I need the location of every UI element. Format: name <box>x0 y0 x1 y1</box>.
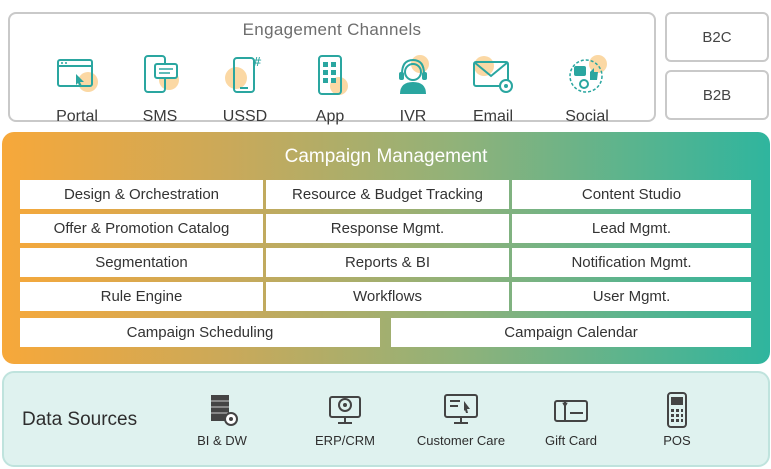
source-label: POS <box>663 433 691 448</box>
channel-app: App <box>285 40 375 130</box>
erp-crm-icon <box>329 396 361 424</box>
module-cell: Response Mgmt. <box>266 214 509 243</box>
bi-dw-icon <box>211 395 238 426</box>
channel-sms: SMS <box>115 40 205 130</box>
source-label: Gift Card <box>544 433 597 448</box>
channel-social: Social <box>542 40 632 130</box>
sms-icon <box>144 55 179 93</box>
channel-label: App <box>315 108 345 125</box>
channel-label: USSD <box>222 108 268 125</box>
channel-label: Portal <box>56 108 98 125</box>
channel-label: Social <box>565 108 609 125</box>
source-bi-dw: BI & DW <box>167 389 277 469</box>
portal-icon <box>57 59 98 92</box>
module-cell: Offer & Promotion Catalog <box>20 214 263 243</box>
app-icon <box>318 55 348 95</box>
module-cell: Rule Engine <box>20 282 263 311</box>
gift-card-icon <box>554 400 588 422</box>
channel-label: IVR <box>399 108 427 125</box>
pos-icon <box>667 392 687 428</box>
engagement-channels-panel: Engagement Channels Portal SMS # USSD <box>8 12 656 125</box>
channel-ivr: IVR <box>368 40 458 130</box>
source-label: Customer Care <box>416 433 506 448</box>
module-cell: Design & Orchestration <box>20 180 263 209</box>
ussd-icon: # <box>225 55 262 93</box>
social-icon <box>569 55 607 93</box>
source-label: BI & DW <box>197 433 247 448</box>
engagement-channels-title: Engagement Channels <box>242 20 422 39</box>
data-sources-panel: Data Sources BI & DW ERP/CRM <box>2 371 770 467</box>
source-erp-crm: ERP/CRM <box>290 389 400 469</box>
channel-email: Email <box>448 40 538 130</box>
module-cell-wide: Campaign Scheduling <box>20 318 380 347</box>
source-pos: POS <box>622 389 732 469</box>
module-cell: Segmentation <box>20 248 263 277</box>
source-gift-card: Gift Card <box>516 389 626 469</box>
module-cell: Content Studio <box>512 180 751 209</box>
module-cell: Resource & Budget Tracking <box>266 180 509 209</box>
channel-label: Email <box>472 108 513 125</box>
channel-portal: Portal <box>32 40 122 130</box>
module-cell: User Mgmt. <box>512 282 751 311</box>
module-cell: Notification Mgmt. <box>512 248 751 277</box>
source-customer-care: Customer Care <box>406 389 516 469</box>
module-cell: Workflows <box>266 282 509 311</box>
module-cell-wide: Campaign Calendar <box>391 318 751 347</box>
source-label: ERP/CRM <box>315 433 375 448</box>
module-cell: Lead Mgmt. <box>512 214 751 243</box>
segment-b2c: B2C <box>665 12 769 62</box>
module-cell: Reports & BI <box>266 248 509 277</box>
campaign-management-title: Campaign Management <box>284 146 488 167</box>
campaign-management-panel: Campaign Management Design & Orchestrati… <box>2 132 770 364</box>
segment-b2b: B2B <box>665 70 769 120</box>
channel-ussd: # USSD <box>200 40 290 130</box>
channel-label: SMS <box>142 108 178 125</box>
svg-text:#: # <box>252 55 262 69</box>
customer-care-icon <box>444 394 478 424</box>
data-sources-title: Data Sources <box>22 409 138 430</box>
ivr-icon <box>399 55 429 94</box>
email-icon <box>473 56 513 93</box>
